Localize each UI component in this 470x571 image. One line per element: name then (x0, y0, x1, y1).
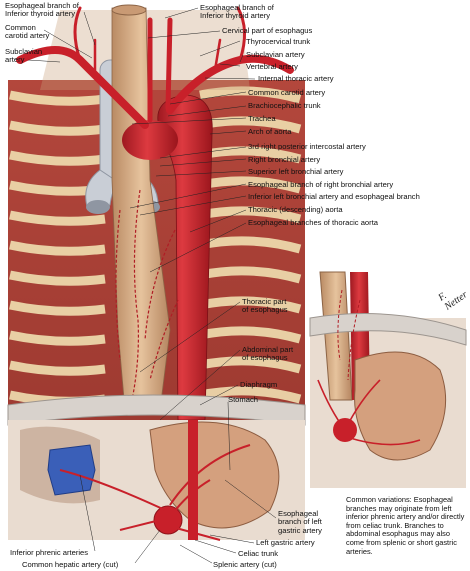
esophageal-branch-network (115, 189, 179, 401)
label-third-intercostal: 3rd right posterior intercostal artery (248, 142, 366, 151)
rib (9, 300, 106, 316)
label-diaphragm: Diaphragm (240, 380, 278, 389)
rib (9, 90, 106, 106)
label-subclavian-right: Subclavian artery (246, 50, 305, 59)
rib (9, 360, 106, 376)
rib (9, 330, 106, 346)
variation-inset (309, 271, 467, 488)
label-stomach: Stomach (228, 395, 258, 404)
rib (9, 210, 106, 226)
label-superior-left-bronchial: Superior left bronchial artery (248, 167, 344, 176)
label-inferior-phrenic: Inferior phrenic arteries (10, 548, 89, 557)
label-thyrocervical-trunk: Thyrocervical trunk (246, 37, 311, 46)
rib (199, 386, 302, 404)
rib (9, 270, 106, 286)
rib (199, 356, 302, 374)
rib (9, 120, 106, 136)
rib (199, 86, 302, 104)
label-splenic: Splenic artery (cut) (213, 560, 277, 569)
label-celiac-trunk: Celiac trunk (238, 549, 279, 558)
label-right-bronchial: Right bronchial artery (248, 155, 321, 164)
label-left-gastric: Left gastric artery (256, 538, 315, 547)
variations-note: Common variations: Esophageal branches m… (346, 495, 465, 556)
great-vessels (16, 6, 294, 129)
rib (199, 296, 302, 314)
leader-lines (27, 7, 277, 564)
rib (199, 236, 302, 254)
inferior-vena-cava (47, 444, 96, 496)
abdominal-branches (59, 444, 251, 541)
label-internal-thoracic: Internal thoracic artery (258, 74, 334, 83)
label-thoracic-aorta: Thoracic (descending) aorta (248, 205, 343, 214)
label-esophageal-branch-right-bronchial: Esophageal branch of right bronchial art… (248, 180, 394, 189)
rib (199, 266, 302, 284)
label-brachiocephalic: Brachiocephalic trunk (248, 101, 321, 110)
label-common-carotid-right: Common carotid artery (248, 88, 326, 97)
label-cervical-esophagus: Cervical part of esophagus (222, 26, 313, 35)
rib (9, 240, 106, 256)
label-trachea: Trachea (248, 114, 276, 123)
rib (199, 326, 302, 344)
rib (9, 150, 106, 166)
label-common-hepatic: Common hepatic artery (cut) (22, 560, 119, 569)
label-esophageal-branches-thoracic: Esophageal branches of thoracic aorta (248, 218, 379, 227)
label-arch-aorta: Arch of aorta (248, 127, 292, 136)
label-inferior-left-bronchial: Inferior left bronchial artery and esoph… (248, 192, 420, 201)
label-vertebral: Vertebral artery (246, 62, 298, 71)
rib (199, 206, 302, 224)
